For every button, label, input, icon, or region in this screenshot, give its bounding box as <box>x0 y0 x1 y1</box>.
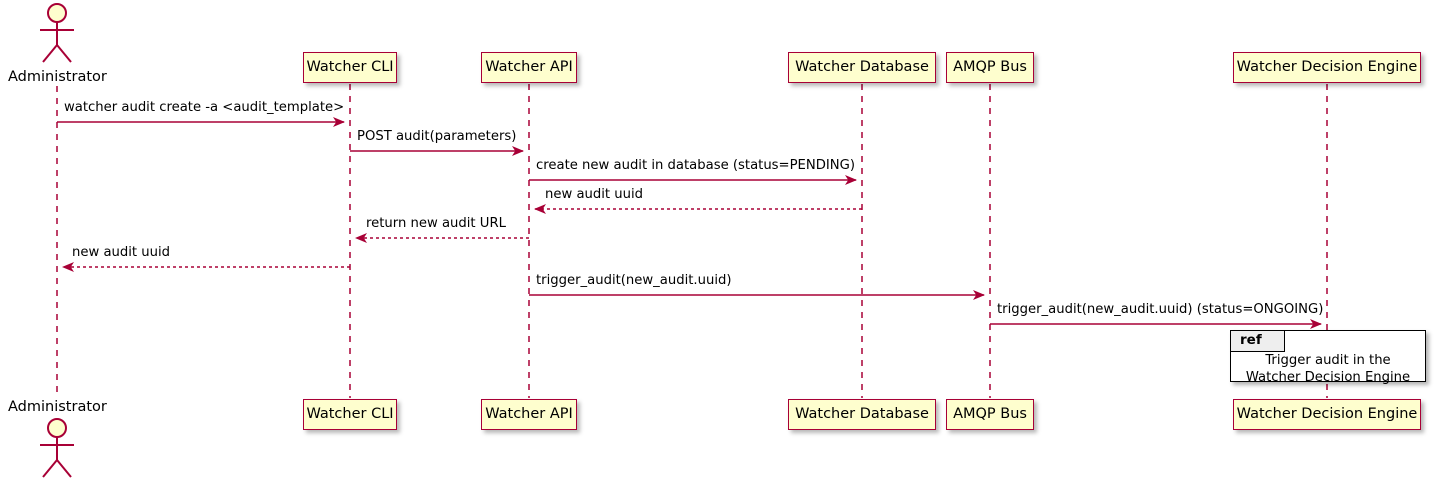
participant-label: Watcher Decision Engine <box>1236 406 1418 423</box>
ref-fragment-body: Trigger audit in the Watcher Decision En… <box>1231 353 1425 386</box>
participant-label: AMQP Bus <box>953 59 1027 76</box>
participant-label: Watcher CLI <box>306 406 394 423</box>
message-label-2: create new audit in database (status=PEN… <box>536 158 856 173</box>
message-label-7: trigger_audit(new_audit.uuid) (status=ON… <box>997 302 1324 317</box>
participant-label: AMQP Bus <box>953 406 1027 423</box>
participant-label: Watcher API <box>485 59 573 76</box>
participant-watcher-cli-top[interactable]: Watcher CLI <box>303 52 397 83</box>
actor-label-administrator-top: Administrator <box>8 69 107 85</box>
participant-watcher-database-top[interactable]: Watcher Database <box>788 52 936 83</box>
participant-watcher-api-top[interactable]: Watcher API <box>481 52 577 83</box>
message-label-6: trigger_audit(new_audit.uuid) <box>536 273 732 288</box>
ref-fragment-line-1: Watcher Decision Engine <box>1245 369 1411 385</box>
ref-fragment-tag: ref <box>1231 331 1285 352</box>
message-label-0: watcher audit create -a <audit_template> <box>64 100 345 115</box>
participant-label: Watcher Decision Engine <box>1236 59 1418 76</box>
participant-amqp-bus-bottom[interactable]: AMQP Bus <box>946 399 1034 430</box>
message-label-5: new audit uuid <box>72 245 171 260</box>
message-label-4: return new audit URL <box>366 216 506 231</box>
participant-label: Watcher Database <box>795 406 929 423</box>
participant-amqp-bus-top[interactable]: AMQP Bus <box>946 52 1034 83</box>
ref-fragment: ref Trigger audit in the Watcher Decisio… <box>1230 330 1426 385</box>
participant-watcher-cli-bottom[interactable]: Watcher CLI <box>303 399 397 430</box>
actor-administrator-top <box>40 3 74 63</box>
participant-watcher-api-bottom[interactable]: Watcher API <box>481 399 577 430</box>
participant-watcher-decision-engine-top[interactable]: Watcher Decision Engine <box>1233 52 1421 83</box>
message-label-3: new audit uuid <box>545 187 644 202</box>
actor-administrator-bottom <box>40 418 74 478</box>
participant-watcher-decision-engine-bottom[interactable]: Watcher Decision Engine <box>1233 399 1421 430</box>
participant-label: Watcher CLI <box>306 59 394 76</box>
participant-label: Watcher API <box>485 406 573 423</box>
participant-label: Watcher Database <box>795 59 929 76</box>
participant-watcher-database-bottom[interactable]: Watcher Database <box>788 399 936 430</box>
message-label-1: POST audit(parameters) <box>357 129 517 144</box>
actor-label-administrator-bottom: Administrator <box>8 399 107 415</box>
ref-fragment-line-0: Trigger audit in the <box>1265 353 1391 368</box>
